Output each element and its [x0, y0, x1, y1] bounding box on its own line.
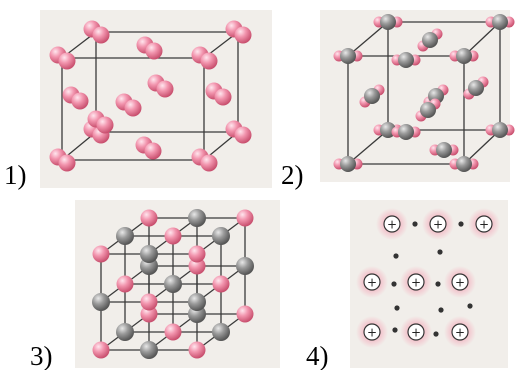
cation	[188, 341, 206, 359]
metal-ion	[407, 273, 425, 291]
molecule-atom	[96, 116, 114, 134]
molecule-atom	[214, 88, 232, 106]
metal-ion	[475, 215, 493, 233]
anion	[236, 257, 254, 275]
molecule-center-atom	[492, 14, 508, 30]
metal-ion	[363, 273, 381, 291]
panel-2-background	[320, 10, 510, 182]
ion-plus-sign: +	[455, 276, 465, 290]
ion-plus-sign: +	[411, 326, 421, 340]
cation	[92, 341, 110, 359]
molecule-atom	[234, 126, 252, 144]
molecule-center-atom	[436, 142, 452, 158]
molecule-atom	[145, 42, 163, 60]
free-electron	[435, 281, 441, 287]
ion-plus-sign: +	[479, 218, 489, 232]
structure-3-ionic-lattice	[92, 209, 254, 359]
label-3: 3)	[30, 341, 53, 370]
cation	[236, 305, 254, 323]
free-electron	[391, 281, 397, 287]
ion-plus-sign: +	[387, 218, 397, 232]
anion	[164, 275, 182, 293]
molecule-atom	[71, 92, 89, 110]
molecule-atom	[58, 52, 76, 70]
molecule-atom	[92, 26, 110, 44]
anion	[188, 293, 206, 311]
free-electron	[438, 307, 444, 313]
molecule-atom	[156, 80, 174, 98]
molecule-center-atom	[456, 48, 472, 64]
molecule-center-atom	[468, 80, 484, 96]
anion	[140, 341, 158, 359]
free-electron	[437, 249, 443, 255]
molecule-atom	[124, 99, 142, 117]
molecule-atom	[200, 52, 218, 70]
anion	[116, 227, 134, 245]
molecule-center-atom	[422, 32, 438, 48]
molecule-center-atom	[340, 156, 356, 172]
label-4: 4)	[306, 341, 329, 370]
molecule-center-atom	[364, 88, 380, 104]
cation	[140, 305, 158, 323]
structure-2-atoms	[333, 14, 515, 172]
cation	[188, 257, 206, 275]
molecule-atom	[58, 154, 76, 172]
structure-1-molecular-lattice	[49, 20, 252, 172]
cation	[164, 323, 182, 341]
structure-1-atoms	[49, 20, 252, 172]
molecule-center-atom	[398, 124, 414, 140]
molecule-atom	[144, 142, 162, 160]
ion-plus-sign: +	[411, 276, 421, 290]
metal-ion	[383, 215, 401, 233]
anion	[116, 323, 134, 341]
structure-4-metallic-lattice: + + + + + + + + +	[356, 208, 500, 348]
cation	[140, 293, 158, 311]
anion	[212, 323, 230, 341]
label-1: 1)	[4, 160, 27, 190]
ion-plus-sign: +	[433, 218, 443, 232]
cation	[164, 227, 182, 245]
anion	[188, 209, 206, 227]
molecule-center-atom	[340, 48, 356, 64]
metal-ion	[451, 323, 469, 341]
anion	[92, 293, 110, 311]
free-electron	[412, 221, 418, 227]
cation	[236, 209, 254, 227]
metal-ion	[407, 323, 425, 341]
molecule-center-atom	[380, 14, 396, 30]
structure-2-molecular-lattice	[333, 14, 515, 172]
free-electron	[394, 305, 400, 311]
molecule-atom	[234, 26, 252, 44]
cation	[140, 209, 158, 227]
free-electron	[393, 253, 399, 259]
free-electron	[467, 303, 473, 309]
structure-4-electrons	[391, 221, 473, 337]
molecule-center-atom	[398, 52, 414, 68]
cation	[188, 245, 206, 263]
cation	[92, 245, 110, 263]
anion	[140, 245, 158, 263]
label-2: 2)	[281, 160, 304, 190]
free-electron	[433, 331, 439, 337]
molecule-atom	[200, 154, 218, 172]
structure-3-atoms	[92, 209, 254, 359]
cation	[212, 275, 230, 293]
ion-plus-sign: +	[367, 326, 377, 340]
cation	[116, 275, 134, 293]
metal-ion	[429, 215, 447, 233]
molecule-center-atom	[420, 102, 436, 118]
metal-ion	[451, 273, 469, 291]
anion	[212, 227, 230, 245]
metal-ion	[363, 323, 381, 341]
ion-plus-sign: +	[455, 326, 465, 340]
ion-plus-sign: +	[367, 276, 377, 290]
molecule-center-atom	[456, 156, 472, 172]
structure-4-ions: + + + + + + + + +	[356, 208, 500, 348]
molecule-center-atom	[492, 122, 508, 138]
free-electron	[392, 327, 398, 333]
free-electron	[458, 221, 464, 227]
